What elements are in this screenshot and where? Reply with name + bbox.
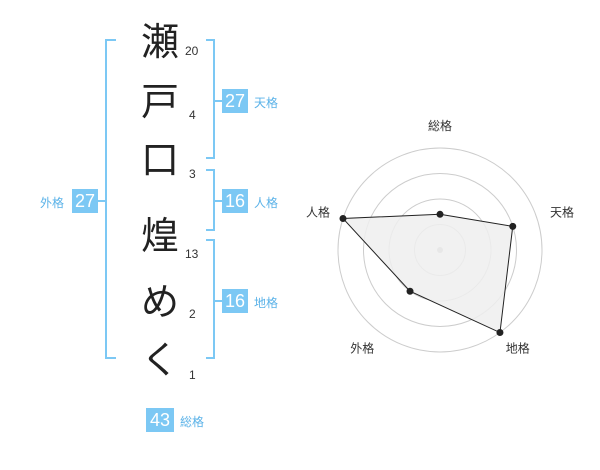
tenkaku-label: 天格 <box>254 96 279 110</box>
name-char-1: 瀬 <box>140 20 179 64</box>
name-char-2: 戸 <box>140 80 179 124</box>
stroke-count-4: 13 <box>185 247 199 261</box>
stroke-count-5: 2 <box>189 307 196 321</box>
radar-grid-ring <box>337 147 543 353</box>
name-char-3: 口 <box>140 138 179 182</box>
radar-point-2 <box>509 222 517 230</box>
radar-axis-label: 総格 <box>428 118 452 133</box>
radar-grid-ring <box>363 173 517 327</box>
tenkaku-bracket <box>206 39 215 159</box>
name-char-5: め <box>140 280 179 324</box>
tenkaku-value: 27 <box>222 89 248 113</box>
radar-axis-label: 人格 <box>306 204 330 219</box>
radar-point-4 <box>406 287 414 295</box>
jinkaku-value: 16 <box>222 189 248 213</box>
soukaku-value: 43 <box>146 408 174 432</box>
stroke-count-3: 3 <box>189 167 196 181</box>
gaikaku-bracket <box>105 39 116 359</box>
radar-axis-label: 天格 <box>550 204 574 219</box>
radar-axis-label: 外格 <box>350 341 374 356</box>
chikaku-bracket <box>206 239 215 359</box>
radar-point-3 <box>496 329 504 337</box>
radar-point-5 <box>339 214 347 222</box>
stroke-count-1: 20 <box>185 44 199 58</box>
radar-axis-label: 地格 <box>506 341 530 356</box>
radar-point-1 <box>436 210 444 218</box>
jinkaku-label: 人格 <box>254 196 279 210</box>
stroke-count-2: 4 <box>189 108 196 122</box>
chikaku-value: 16 <box>222 289 248 313</box>
radar-data-polygon <box>341 213 514 334</box>
name-char-4: 煌 <box>140 214 179 258</box>
gaikaku-label: 外格 <box>40 196 65 210</box>
stroke-count-6: 1 <box>189 368 196 382</box>
gaikaku-value: 27 <box>72 189 98 213</box>
name-char-6: く <box>140 338 179 382</box>
chikaku-label: 地格 <box>254 296 279 310</box>
soukaku-label: 総格 <box>180 415 205 429</box>
